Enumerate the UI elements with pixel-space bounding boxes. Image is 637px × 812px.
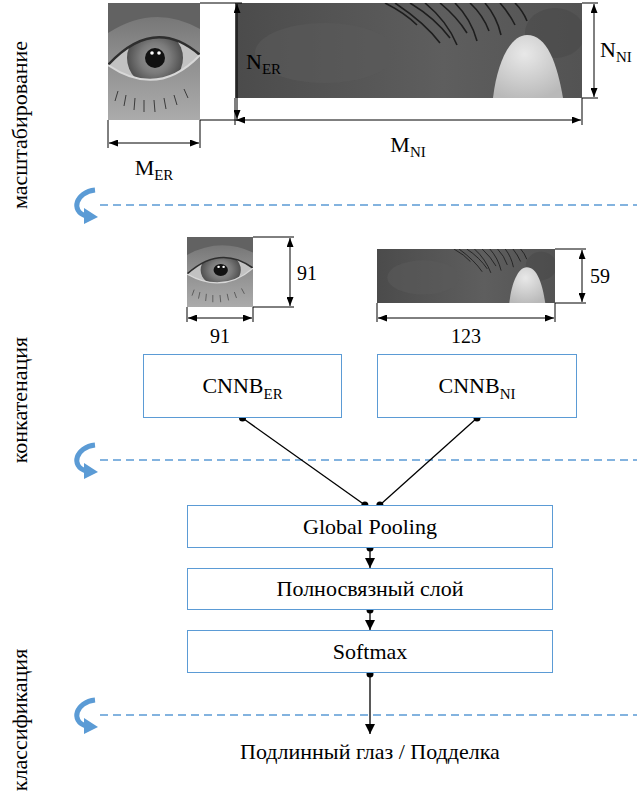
box-text: CNNBER	[202, 373, 282, 398]
output-arrow	[369, 674, 370, 734]
extension-line	[200, 3, 242, 4]
extension-line	[235, 98, 236, 125]
curved-arrow	[77, 190, 98, 224]
curved-arrow-head	[84, 463, 98, 479]
extension-line	[253, 237, 294, 238]
process-box: Global Pooling	[187, 505, 553, 548]
eye-image	[108, 3, 200, 120]
text-base: M	[390, 132, 410, 157]
subscript: NI	[500, 386, 516, 402]
extension-line	[555, 249, 586, 250]
dimension-label: MNI	[390, 132, 425, 157]
curved-arrow	[77, 700, 98, 734]
text-base: N	[600, 37, 616, 62]
text-base: M	[135, 155, 155, 180]
stage-label: конкатенация	[7, 337, 32, 463]
extension-line	[555, 303, 586, 304]
periocular-image	[235, 3, 585, 98]
extension-line	[200, 120, 201, 148]
text-base: CNNB	[202, 373, 263, 398]
dimension-lines	[108, 3, 598, 148]
subscript: ER	[262, 62, 281, 78]
scaled-periocular-image	[377, 249, 557, 303]
dimension-label: NNI	[600, 37, 632, 62]
dimension-arrow	[236, 120, 581, 121]
extension-line	[582, 3, 598, 4]
box-text: CNNBNI	[439, 373, 516, 398]
extension-line	[187, 307, 188, 322]
dimension-label: MER	[135, 155, 174, 180]
subscript: ER	[154, 168, 173, 184]
text-base: CNNB	[439, 373, 500, 398]
dimension-arrow	[582, 250, 583, 302]
dimension-arrow	[237, 4, 238, 119]
process-box: Softmax	[187, 630, 553, 673]
extension-line	[582, 98, 598, 99]
dimension-label: NER	[246, 49, 281, 74]
output-label: Подлинный глаз / Подделка	[240, 739, 500, 764]
curved-arrow	[77, 445, 98, 479]
connector	[380, 418, 477, 505]
dimension-label: 91	[297, 262, 317, 285]
extension-line	[108, 120, 109, 148]
scaled-eye-image	[187, 237, 253, 307]
connector	[243, 418, 365, 505]
dimension-arrow	[109, 143, 199, 144]
box-text: Softmax	[333, 639, 408, 664]
curved-arrow-head	[84, 718, 98, 734]
process-box: CNNBER	[143, 354, 342, 418]
extension-line	[582, 98, 583, 125]
dashed-separator	[100, 204, 637, 206]
extension-line	[253, 307, 254, 322]
subscript: NI	[616, 50, 632, 66]
extension-line	[377, 303, 378, 322]
stage-label: классификация	[7, 649, 32, 792]
dimension-arrow	[378, 318, 554, 319]
dashed-separator	[100, 459, 637, 461]
text-base: N	[246, 49, 262, 74]
process-box: CNNBNI	[377, 354, 577, 418]
process-box: Полносвязный слой	[187, 568, 553, 610]
dimension-label: 123	[451, 325, 481, 348]
box-text: Полносвязный слой	[277, 576, 464, 601]
extension-line	[200, 120, 242, 121]
subscript: ER	[264, 386, 283, 402]
dimension-arrow	[188, 318, 252, 319]
stage-label: масштабирование	[7, 41, 32, 209]
dashed-separator	[100, 714, 637, 716]
dimension-label: 59	[590, 265, 610, 288]
dimension-arrow	[290, 238, 291, 306]
subscript: NI	[410, 145, 426, 161]
extension-line	[555, 303, 556, 322]
curved-arrow-head	[84, 208, 98, 224]
box-text: Global Pooling	[303, 514, 437, 539]
dimension-arrow	[594, 4, 595, 97]
dimension-lines	[187, 237, 586, 322]
extension-line	[253, 307, 294, 308]
dimension-label: 91	[210, 325, 230, 348]
stage-separators	[77, 190, 637, 734]
